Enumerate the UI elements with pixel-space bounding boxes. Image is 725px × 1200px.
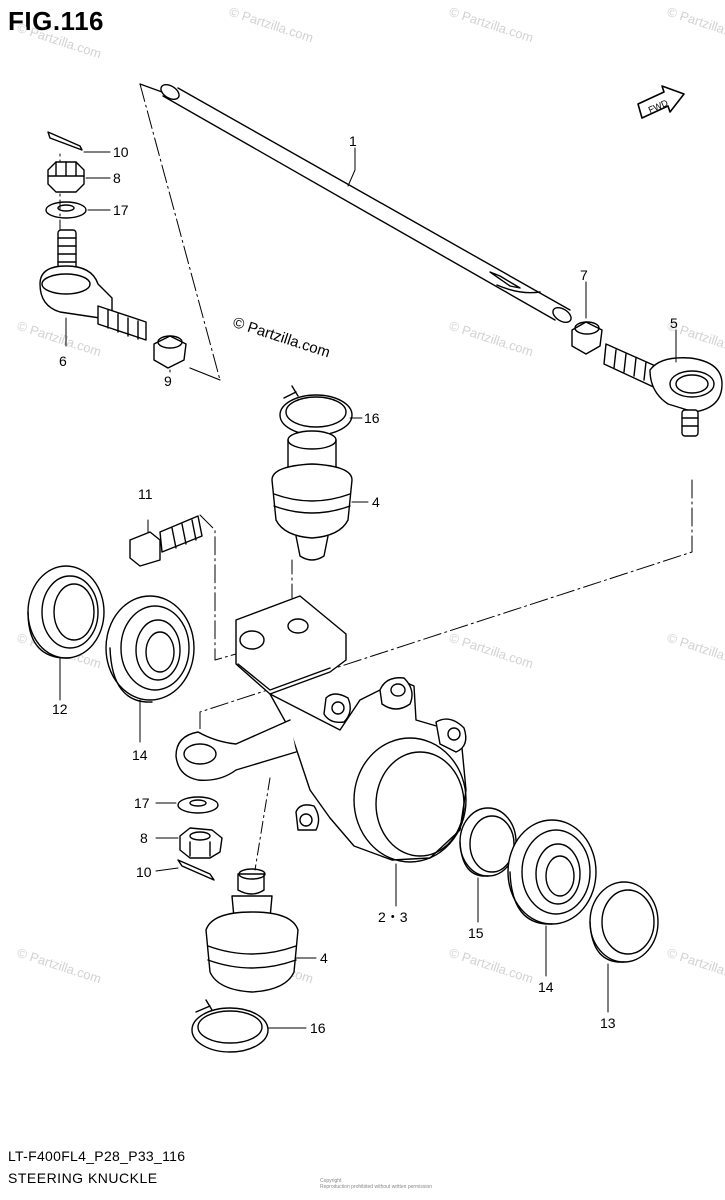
callout-10: 10	[113, 144, 129, 160]
washer-part	[45, 201, 219, 814]
callout-7: 7	[580, 267, 588, 283]
callout-14: 14	[538, 979, 554, 995]
oil-seal-right-part	[589, 881, 659, 963]
oil-seal-left-part	[27, 565, 105, 659]
steering-knuckle-part	[175, 595, 467, 863]
callout-12: 12	[52, 701, 68, 717]
tie-rod-end-right-part	[603, 343, 723, 437]
ball-joint-lower-part	[205, 868, 299, 993]
callout-5: 5	[670, 315, 678, 331]
spacer-part	[153, 335, 187, 369]
callout-16: 16	[364, 410, 380, 426]
callout-16: 16	[310, 1020, 326, 1036]
callout-13: 13	[600, 1015, 616, 1031]
callout-11: 11	[138, 486, 153, 502]
callout-9: 9	[164, 373, 172, 389]
castle-nut-part	[47, 161, 223, 859]
bearing-right-part	[507, 819, 597, 925]
callout-10: 10	[136, 864, 152, 880]
callout-17: 17	[134, 795, 150, 811]
callout-14: 14	[132, 747, 148, 763]
figure-name: STEERING KNUCKLE	[8, 1170, 158, 1186]
callout-labels: 1 10 8 17 6 9 7 5 16 4 11 12 14 17 8 10 …	[52, 133, 678, 1036]
callout-8: 8	[140, 830, 148, 846]
ball-joint-upper-part	[271, 430, 353, 561]
callout-4: 4	[320, 950, 328, 966]
model-code: LT-F400FL4_P28_P33_116	[8, 1148, 186, 1164]
spacer-part	[571, 321, 603, 355]
copyright-note: Copyright Reproduction prohibited withou…	[320, 1178, 433, 1190]
tie-rod-end-left-part	[39, 229, 147, 341]
callout-4: 4	[372, 494, 380, 510]
callout-1: 1	[349, 133, 357, 149]
bearing-left-part	[105, 595, 195, 703]
circlip-part	[191, 385, 353, 1053]
callout-15: 15	[468, 925, 484, 941]
fwd-arrow-icon: FWD	[637, 85, 685, 119]
cotter-pin-part	[47, 131, 215, 881]
callout-6: 6	[59, 353, 67, 369]
callout-leaders	[59, 147, 677, 1029]
tie-rod-part	[160, 83, 572, 324]
callout-17: 17	[113, 202, 129, 218]
callout-8: 8	[113, 170, 121, 186]
bolt-part	[129, 515, 203, 567]
figure-title: FIG.116	[8, 6, 104, 36]
collar-part	[459, 807, 517, 877]
callout-2-3: 2・3	[378, 909, 408, 925]
